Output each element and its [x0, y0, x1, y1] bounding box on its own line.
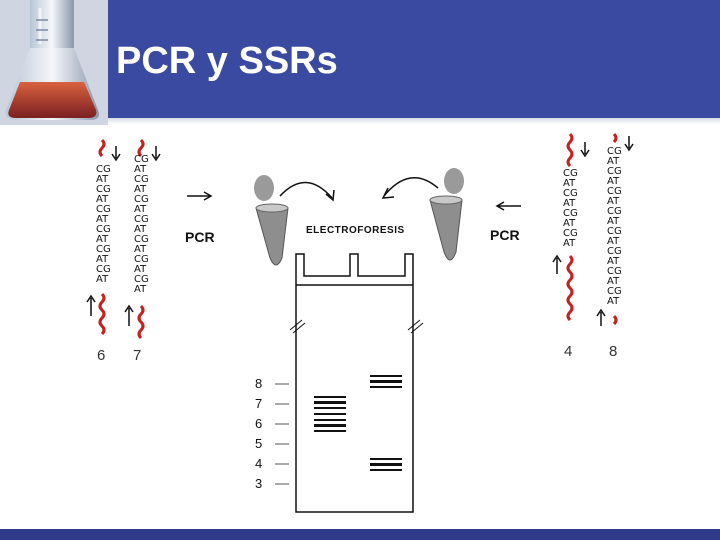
size-ladder: 8 7 6 5 4 3	[255, 376, 289, 491]
svg-text:CG: CG	[96, 244, 111, 255]
svg-text:AT: AT	[96, 194, 109, 205]
svg-text:CG: CG	[134, 254, 149, 265]
header-shadow	[0, 118, 720, 124]
svg-text:CG: CG	[134, 234, 149, 245]
slide-title: PCR y SSRs	[116, 40, 338, 82]
svg-text:AT: AT	[96, 254, 109, 265]
tube-left	[254, 175, 289, 266]
svg-text:AT: AT	[563, 178, 576, 189]
svg-text:AT: AT	[96, 174, 109, 185]
tube-right	[429, 168, 464, 261]
svg-text:CG: CG	[607, 206, 622, 217]
svg-text:CG: CG	[96, 224, 111, 235]
strand-7-label: 7	[133, 347, 141, 364]
svg-text:AT: AT	[134, 264, 147, 275]
svg-text:AT: AT	[563, 238, 576, 249]
svg-text:CG: CG	[563, 228, 578, 239]
svg-text:CG: CG	[607, 266, 622, 277]
svg-text:CG: CG	[96, 164, 111, 175]
svg-text:AT: AT	[134, 164, 147, 175]
pcr-label-left: PCR	[185, 229, 215, 245]
svg-text:CG: CG	[607, 286, 622, 297]
svg-text:AT: AT	[96, 274, 109, 285]
ladder-5: 5	[255, 436, 262, 451]
svg-text:AT: AT	[134, 244, 147, 255]
ladder-3: 3	[255, 476, 262, 491]
bottom-bar	[0, 529, 720, 540]
svg-text:AT: AT	[134, 284, 147, 295]
svg-text:AT: AT	[96, 234, 109, 245]
svg-text:CG: CG	[607, 226, 622, 237]
gel	[289, 253, 424, 513]
svg-text:AT: AT	[607, 196, 620, 207]
svg-text:AT: AT	[607, 216, 620, 227]
svg-text:CG: CG	[607, 186, 622, 197]
strand-6-label: 6	[97, 347, 105, 364]
svg-text:AT: AT	[607, 296, 620, 307]
ladder-6: 6	[255, 416, 262, 431]
flask-image	[0, 0, 108, 125]
svg-text:CG: CG	[134, 274, 149, 285]
svg-text:CG: CG	[607, 246, 622, 257]
svg-text:CG: CG	[134, 154, 149, 165]
ladder-4: 4	[255, 456, 262, 471]
svg-text:CG: CG	[607, 146, 622, 157]
strand-8-label: 8	[609, 343, 617, 360]
svg-text:AT: AT	[134, 184, 147, 195]
svg-text:CG: CG	[563, 208, 578, 219]
svg-text:CG: CG	[134, 214, 149, 225]
ladder-8: 8	[255, 376, 262, 391]
svg-text:CG: CG	[134, 194, 149, 205]
svg-text:AT: AT	[563, 198, 576, 209]
svg-text:AT: AT	[607, 156, 620, 167]
svg-text:CG: CG	[563, 168, 578, 179]
svg-text:AT: AT	[607, 236, 620, 247]
svg-text:AT: AT	[96, 214, 109, 225]
svg-text:AT: AT	[607, 176, 620, 187]
strand-4-label: 4	[564, 343, 572, 360]
svg-text:CG: CG	[563, 188, 578, 199]
svg-text:AT: AT	[134, 204, 147, 215]
slide-header	[0, 0, 720, 120]
pcr-label-right: PCR	[490, 227, 520, 243]
ladder-7: 7	[255, 396, 262, 411]
electrophoresis-label: ELECTROFORESIS	[306, 225, 405, 236]
svg-text:CG: CG	[96, 204, 111, 215]
svg-text:CG: CG	[134, 174, 149, 185]
svg-text:AT: AT	[607, 276, 620, 287]
svg-text:AT: AT	[607, 256, 620, 267]
svg-text:CG: CG	[96, 184, 111, 195]
svg-text:AT: AT	[563, 218, 576, 229]
svg-text:AT: AT	[134, 224, 147, 235]
svg-text:CG: CG	[96, 264, 111, 275]
svg-text:CG: CG	[607, 166, 622, 177]
